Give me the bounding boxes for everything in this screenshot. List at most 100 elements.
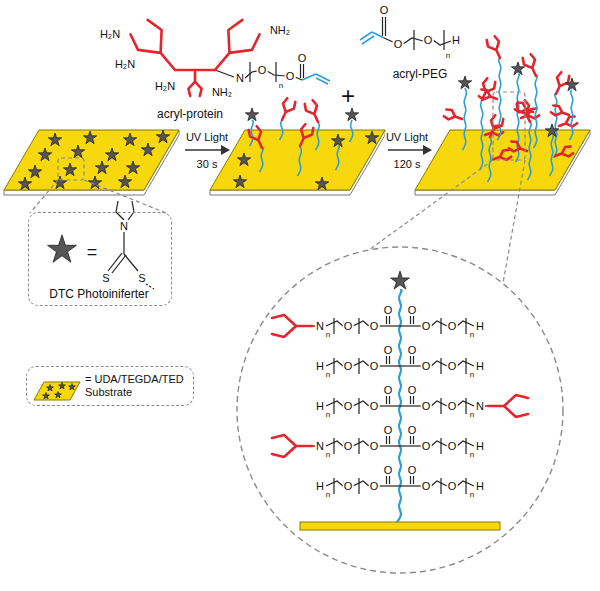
atom-label: O <box>343 441 354 452</box>
polymer-chain <box>260 148 264 172</box>
label-text: = <box>86 243 99 261</box>
label-text: S <box>101 273 110 284</box>
bond <box>388 325 400 326</box>
dtc-star <box>123 133 136 146</box>
bond <box>400 325 412 326</box>
bond <box>389 396 390 404</box>
polymer-chain <box>298 146 302 176</box>
atom-label: O <box>343 361 354 372</box>
atom-label: O <box>369 361 380 372</box>
polymer-chain <box>480 100 483 170</box>
bond <box>353 321 369 326</box>
polymer-chain <box>554 94 557 158</box>
bond <box>465 478 466 494</box>
substrate-surface <box>415 130 590 190</box>
atom-label: O <box>407 345 418 356</box>
bond <box>389 476 390 484</box>
bond <box>431 441 447 446</box>
key-text: DTC Photoiniferter <box>33 287 165 301</box>
atom-label: O <box>407 425 418 436</box>
leader-line <box>30 180 58 213</box>
bond <box>353 401 369 406</box>
dtc-star <box>48 235 77 263</box>
atom-label: O <box>421 361 432 372</box>
dtc-star <box>118 175 131 188</box>
bond <box>353 441 369 446</box>
bond <box>400 405 412 406</box>
dtc-star <box>156 130 169 143</box>
antibody <box>272 435 312 457</box>
atom-label: H <box>475 481 485 492</box>
bond <box>413 396 414 404</box>
atom-label: n <box>325 411 331 419</box>
arrow-line <box>388 149 424 151</box>
bond <box>386 356 387 364</box>
label-text: N <box>119 221 129 232</box>
dtc-star <box>391 271 410 289</box>
bond <box>410 356 411 364</box>
bond <box>215 70 234 77</box>
bond <box>400 485 412 486</box>
label-text: NH₂ <box>269 25 291 36</box>
atom-label: O <box>421 321 432 332</box>
atom-label: n <box>469 451 475 459</box>
bond <box>413 316 414 324</box>
dtc-star <box>565 78 578 91</box>
atom-label: O <box>447 441 458 452</box>
polymer-chain <box>316 122 320 150</box>
atom-label: O <box>447 481 458 492</box>
antibody <box>303 100 323 125</box>
arrow-head <box>221 145 230 155</box>
bond <box>400 445 412 446</box>
dtc-star <box>47 384 54 390</box>
atom-label: O <box>343 481 354 492</box>
bond <box>379 445 388 446</box>
substrate-icon <box>34 382 80 400</box>
atom-label: O <box>383 305 394 316</box>
bond <box>379 405 388 406</box>
bond <box>386 436 387 444</box>
bond <box>389 316 390 324</box>
label-text: N <box>235 73 245 84</box>
bond <box>431 361 447 366</box>
dtc-star <box>48 133 61 146</box>
bracket <box>413 30 414 50</box>
bond <box>410 436 411 444</box>
antibody <box>508 140 528 155</box>
bond <box>333 318 334 334</box>
polymer-chain <box>550 136 554 176</box>
bracket <box>275 62 276 82</box>
bond <box>413 356 414 364</box>
antibody <box>557 115 577 130</box>
label-text: O <box>379 5 390 16</box>
bond <box>431 481 447 486</box>
zoom-region <box>58 158 84 180</box>
polymer-chain <box>336 146 340 170</box>
bond <box>412 445 421 446</box>
bond <box>465 318 466 334</box>
bond <box>389 356 390 364</box>
substrate-edge <box>4 130 179 195</box>
label-text: + <box>340 84 356 108</box>
atom-label: n <box>325 371 331 379</box>
atom-label: H <box>475 441 485 452</box>
atom-label: O <box>407 305 418 316</box>
label-text: acryl-protein <box>156 108 224 120</box>
polymer-chain <box>488 137 492 182</box>
atom-label: n <box>325 331 331 339</box>
key-box: DTC Photoiniferter <box>28 212 172 306</box>
substrate-surface <box>210 130 385 190</box>
bond <box>433 40 451 45</box>
dtc-star <box>545 124 558 137</box>
substrate-edge <box>210 130 385 195</box>
bond <box>403 38 423 44</box>
bond <box>413 476 414 484</box>
atom-label: O <box>369 321 380 332</box>
bond <box>358 318 359 334</box>
molecules <box>127 17 451 96</box>
bond <box>440 478 441 494</box>
bond <box>465 438 466 454</box>
dtc-star <box>18 177 31 190</box>
atom-label: O <box>383 465 394 476</box>
bond <box>440 398 441 414</box>
